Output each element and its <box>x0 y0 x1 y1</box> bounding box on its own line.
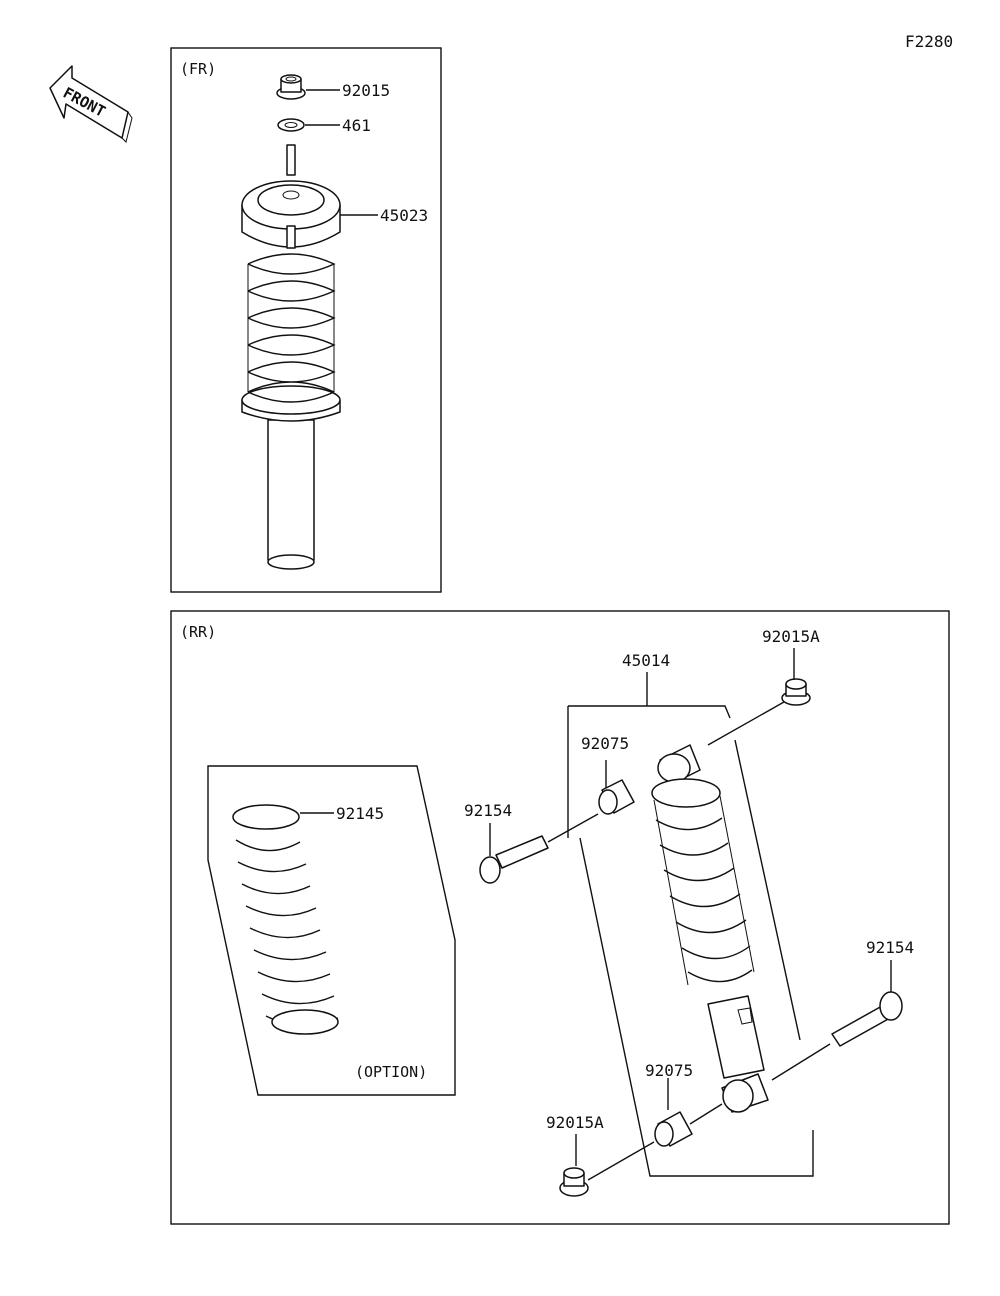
front-shock-absorber-icon <box>241 144 341 570</box>
part-label-92154-right: 92154 <box>866 938 914 957</box>
part-label-45023: 45023 <box>380 206 428 225</box>
option-label: (OPTION) <box>355 1063 427 1081</box>
rear-panel-caption: (RR) <box>180 623 216 641</box>
bushing-icon-lower <box>654 1111 693 1147</box>
part-label-92075-lower: 92075 <box>645 1061 693 1080</box>
part-label-92145: 92145 <box>336 804 384 823</box>
flange-nut-icon-bottom <box>559 1167 589 1197</box>
part-label-92015: 92015 <box>342 81 390 100</box>
flange-bolt-icon-left <box>479 835 549 884</box>
flange-nut-icon <box>276 74 306 100</box>
coil-spring-icon <box>232 804 339 1035</box>
part-label-461: 461 <box>342 116 371 135</box>
front-direction-arrow-icon: FRONT <box>49 65 133 143</box>
part-label-92154-left: 92154 <box>464 801 512 820</box>
bushing-icon-upper <box>598 779 635 815</box>
figure-code: F2280 <box>905 32 953 51</box>
flange-bolt-icon-right <box>831 991 903 1047</box>
front-panel-caption: (FR) <box>180 60 216 78</box>
option-box-frame <box>207 765 456 1096</box>
front-panel-frame <box>170 47 442 593</box>
part-label-92015A-bottom: 92015A <box>546 1113 604 1132</box>
rear-panel-frame <box>170 610 950 1225</box>
part-label-92075-upper: 92075 <box>581 734 629 753</box>
flange-nut-icon-top <box>781 678 811 706</box>
part-label-92015A-top: 92015A <box>762 627 820 646</box>
washer-icon <box>277 118 305 132</box>
part-label-45014: 45014 <box>622 651 670 670</box>
rear-shock-absorber-icon <box>651 744 769 1113</box>
